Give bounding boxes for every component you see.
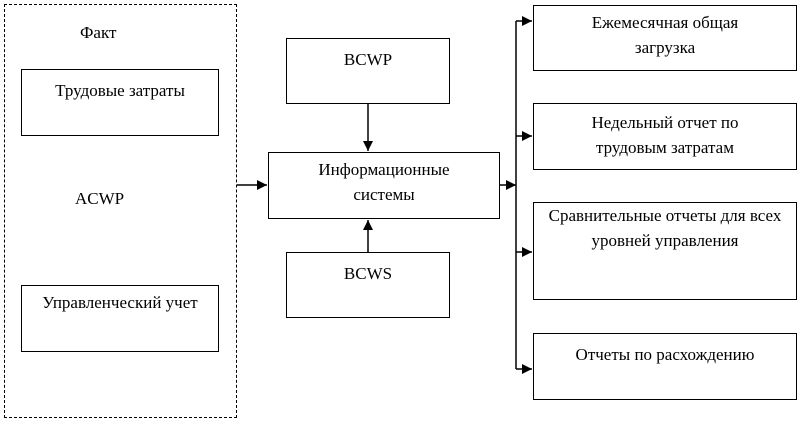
bcwp-box: BCWP (286, 38, 450, 104)
output-comparative-reports-label: Сравнительные отчеты для всех уровней уп… (548, 206, 782, 250)
bcwp-label: BCWP (343, 50, 393, 69)
output-variance-reports-label: Отчеты по расхождению (575, 345, 755, 364)
output-weekly-labor-report-label: Недельный отчет по трудовым затратам (591, 113, 739, 157)
labor-costs-label: Трудовые затраты (55, 81, 185, 100)
output-weekly-labor-report: Недельный отчет по трудовым затратам (533, 103, 797, 170)
info-systems-box: Информационные системы (268, 152, 500, 219)
fact-group (4, 4, 237, 418)
acwp-label: ACWP (75, 189, 125, 208)
output-monthly-load: Ежемесячная общая загрузка (533, 5, 797, 71)
fact-title: Факт (80, 23, 117, 42)
bcws-label: BCWS (343, 264, 393, 283)
bcws-box: BCWS (286, 252, 450, 318)
info-systems-label: Информационные системы (318, 160, 450, 204)
management-accounting-label: Управленческий учет (42, 293, 198, 312)
output-variance-reports: Отчеты по расхождению (533, 333, 797, 400)
management-accounting-box: Управленческий учет (21, 285, 219, 352)
output-monthly-load-label: Ежемесячная общая загрузка (591, 13, 739, 57)
labor-costs-box: Трудовые затраты (21, 69, 219, 136)
output-comparative-reports: Сравнительные отчеты для всех уровней уп… (533, 202, 797, 300)
